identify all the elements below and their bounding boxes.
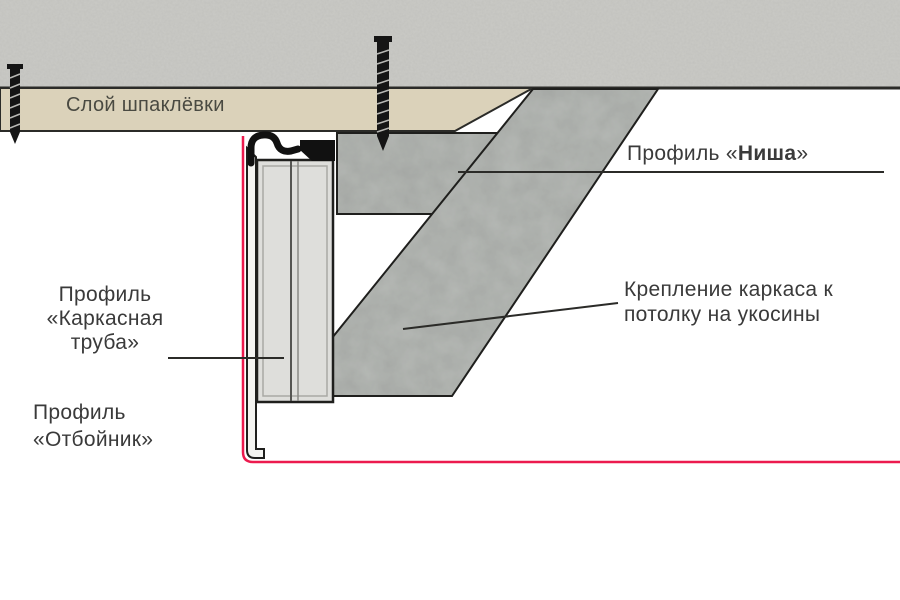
nisha-label-suffix: » [796, 142, 809, 165]
frame-tube-label-line1: Профиль [58, 283, 152, 306]
nisha-profile-label: Профиль «Ниша» [627, 142, 808, 166]
bumper-label-line1: Профиль [33, 401, 126, 424]
putty-layer [0, 87, 534, 132]
putty-layer-label: Слой шпаклёвки [66, 94, 225, 117]
frame-tube-label-line3: труба» [70, 331, 140, 354]
bumper-profile-label: Профиль «Отбойник» [33, 399, 153, 453]
screw-icon [7, 64, 23, 144]
putty-layer-label-text: Слой шпаклёвки [66, 94, 225, 116]
frame-tube-profile [255, 158, 335, 404]
bumper-label-line2: «Отбойник» [33, 428, 154, 451]
nisha-label-prefix: Профиль « [627, 142, 738, 165]
screw-icon [374, 36, 392, 151]
concrete-slab [0, 0, 900, 90]
red-contour-line [241, 136, 900, 464]
frame-tube-label: Профиль «Каркасная труба» [25, 283, 185, 355]
nisha-label-name: Ниша [737, 142, 797, 165]
bracing-label: Крепление каркаса к потолку на укосины [624, 277, 833, 327]
bumper-profile [246, 145, 265, 459]
spring-clip-icon [247, 131, 335, 167]
bracing-leader-line [402, 302, 619, 330]
frame-tube-label-line2: «Каркасная [46, 307, 164, 330]
bracing-label-line1: Крепление каркаса к [624, 278, 833, 301]
bracing-label-line2: потолку на укосины [624, 303, 821, 326]
diagonal-brace [331, 88, 660, 397]
